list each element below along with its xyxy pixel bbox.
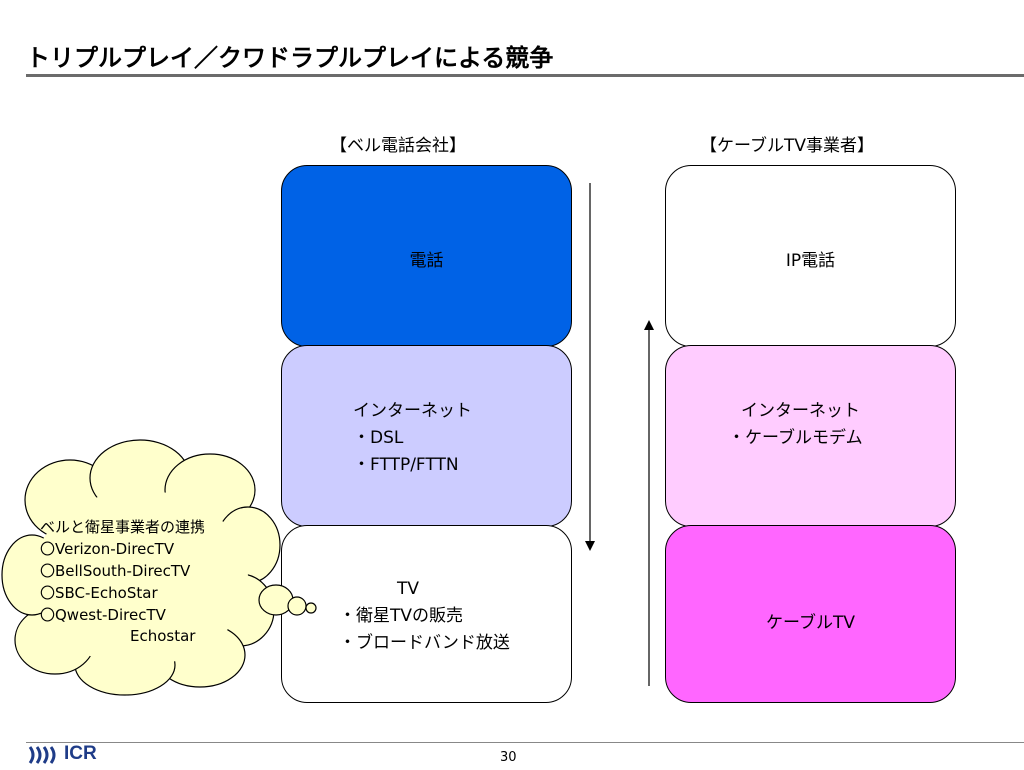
footer-divider — [26, 742, 1024, 743]
bell-tv-box: TV ・衛星TVの販売 ・ブロードバンド放送 — [281, 525, 572, 703]
cable-tv-box: ケーブルTV — [665, 525, 956, 703]
bell-tv-title: TV — [397, 579, 420, 599]
bell-internet-fttp: ・FTTP/FTTN — [353, 455, 459, 476]
icr-wave-logo-icon — [28, 746, 56, 764]
page-title: トリプルプレイ／クワドラプルプレイによる競争 — [26, 44, 554, 72]
cable-internet-title: インターネット — [741, 401, 860, 421]
cable-heading: 【ケーブルTV事業者】 — [700, 136, 874, 156]
cloud-item-bellsouth: 〇BellSouth-DirecTV — [40, 561, 191, 580]
cable-internet-box: インターネット ・ケーブルモデム — [665, 345, 956, 527]
page-number: 30 — [500, 750, 517, 765]
cable-phone-label: IP電話 — [785, 251, 836, 271]
bell-internet-dsl: ・DSL — [353, 428, 404, 449]
cloud-text: ベルと衛星事業者の連携 〇Verizon-DirecTV 〇BellSouth-… — [40, 517, 205, 648]
title-divider — [26, 74, 1024, 77]
cable-tv-label: ケーブルTV — [766, 613, 855, 633]
bell-internet-box: インターネット ・DSL ・FTTP/FTTN — [281, 345, 572, 527]
logo-text: ICR — [64, 743, 97, 764]
bell-phone-box: 電話 — [281, 165, 572, 347]
icr-logo: ICR — [28, 743, 138, 766]
cloud-item-sbc: 〇SBC-EchoStar — [40, 583, 158, 602]
down-arrow-icon — [585, 183, 595, 551]
bell-internet-title: インターネット — [353, 401, 472, 421]
cable-phone-box: IP電話 — [665, 165, 956, 347]
cloud-item-verizon: 〇Verizon-DirecTV — [40, 539, 175, 558]
cloud-item-echostar: Echostar — [130, 627, 196, 646]
up-arrow-icon — [644, 320, 654, 686]
bell-heading: 【ベル電話会社】 — [330, 136, 466, 156]
cable-internet-modem: ・ケーブルモデム — [728, 428, 863, 449]
bell-phone-label: 電話 — [409, 251, 444, 271]
cloud-heading: ベルと衛星事業者の連携 — [40, 518, 206, 536]
bell-tv-satellite: ・衛星TVの販売 — [339, 606, 464, 627]
cloud-item-qwest: 〇Qwest-DirecTV — [40, 605, 166, 624]
bell-tv-broadband: ・ブロードバンド放送 — [339, 633, 510, 654]
